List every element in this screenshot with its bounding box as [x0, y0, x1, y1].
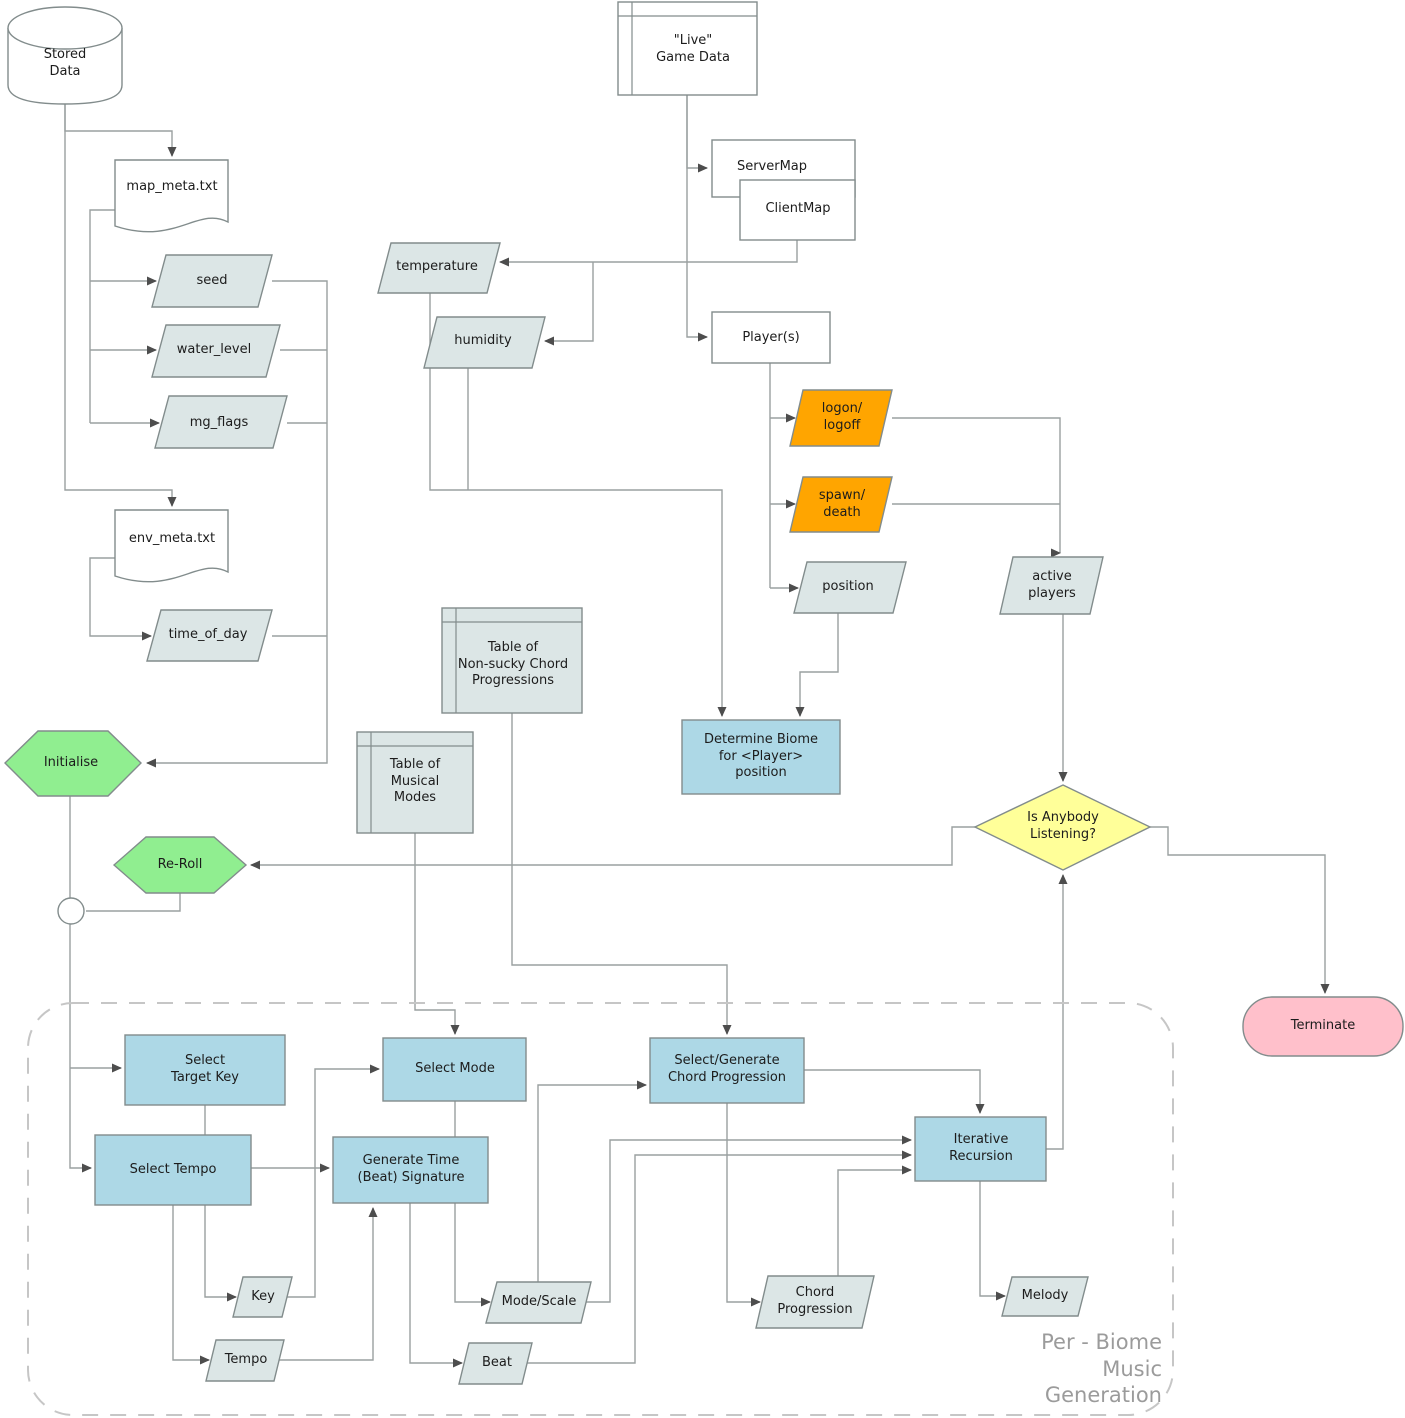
edge-recursion-to-listening	[1046, 874, 1068, 1150]
mode-scale-shape	[485, 1281, 592, 1324]
edge-selectchord-to-chordprog	[726, 1103, 761, 1307]
edges	[64, 95, 1330, 1368]
edge-tempo-to-gentime	[279, 1207, 378, 1361]
determine-biome-shape	[681, 719, 841, 795]
edge-stored-to-envmeta	[64, 104, 177, 507]
edge-selectchord-to-recursion	[804, 1069, 985, 1114]
select-mode-shape	[382, 1037, 527, 1102]
stored-data-shape	[7, 28, 123, 105]
terminate-shape	[1242, 996, 1404, 1057]
edge-live-to-players	[686, 95, 708, 342]
node-shapes	[4, 1, 1404, 1385]
edge-modescale-to-recursion	[586, 1135, 912, 1303]
edge-modescale-to-selectchord	[537, 1080, 647, 1282]
env-meta-shape	[114, 509, 229, 583]
edge-reroll-to-circle	[86, 893, 181, 912]
logon-logoff-shape	[789, 389, 893, 447]
select-target-key-shape	[124, 1034, 286, 1106]
players-shape	[711, 311, 831, 364]
time-of-day-shape	[146, 609, 273, 662]
key-shape	[232, 1276, 293, 1318]
tempo-shape	[205, 1339, 285, 1382]
re-roll-shape	[112, 836, 248, 894]
edge-key-to-selectmode	[287, 1064, 380, 1298]
seed-shape	[151, 254, 273, 308]
edge-position-to-biome	[795, 613, 839, 717]
select-chord-shape	[649, 1037, 805, 1104]
live-game-data-inner-lines	[618, 2, 757, 95]
edge-chordprog-to-recursion	[837, 1165, 912, 1276]
edge-chordtable-to-selectchord	[511, 713, 732, 1035]
water-level-shape	[151, 324, 281, 378]
spawn-death-shape	[789, 476, 893, 533]
generate-time-shape	[332, 1136, 489, 1204]
modes-table-shape	[356, 731, 474, 834]
listening-shape	[973, 784, 1152, 871]
stored-data-top	[7, 6, 123, 50]
edge-mapmeta-trunk	[89, 209, 115, 423]
edge-beat-to-recursion	[527, 1150, 912, 1364]
temperature-shape	[377, 242, 501, 294]
edge-circle-trunk	[69, 924, 92, 1173]
position-shape	[793, 561, 907, 614]
chord-table-shape	[441, 607, 583, 714]
live-game-data-shape	[617, 1, 758, 96]
edge-stored-to-mapmeta	[64, 104, 177, 157]
iterative-recursion-shape	[914, 1116, 1047, 1182]
edge-live-to-servermap	[686, 95, 708, 173]
active-players-shape	[999, 556, 1104, 615]
edge-selecttempo-to-tempo	[172, 1205, 210, 1365]
edge-seed-to-initialise	[146, 280, 328, 768]
map-meta-shape	[114, 159, 229, 233]
initialise-shape	[4, 730, 142, 797]
modes-table-inner-lines	[357, 732, 473, 833]
edge-gentime-to-beat	[409, 1203, 463, 1368]
humidity-shape	[423, 316, 546, 369]
connector-circle	[57, 897, 85, 925]
edge-clientmap-to-humidity	[544, 262, 594, 346]
melody-shape	[1001, 1276, 1089, 1317]
edge-logon-to-active	[892, 417, 1065, 554]
select-tempo-shape	[94, 1134, 252, 1206]
edge-envmeta-to-timeofday	[89, 557, 152, 641]
per-biome-group-box	[27, 1002, 1174, 1416]
edge-temperature-to-biome	[429, 293, 727, 717]
chord-table-inner-lines	[442, 608, 582, 713]
edge-listening-to-reroll	[250, 826, 975, 870]
beat-shape	[458, 1342, 533, 1385]
mg-flags-shape	[154, 395, 288, 449]
chord-progression-shape	[755, 1275, 875, 1329]
edge-modestable-to-selectmode	[414, 833, 460, 1035]
edge-listening-to-terminate	[1150, 826, 1330, 994]
edge-recursion-to-melody	[979, 1181, 1006, 1301]
client-map-shape	[739, 179, 856, 241]
edge-clientmap-to-temperature	[499, 240, 798, 267]
